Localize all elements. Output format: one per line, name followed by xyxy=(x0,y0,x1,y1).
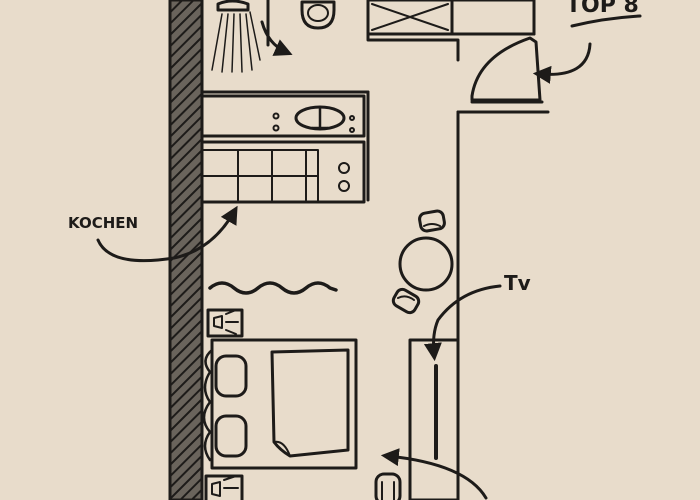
shower-arrow-icon xyxy=(260,20,293,56)
entrance-arrow-icon xyxy=(532,42,592,84)
unit-label-group: TOP 8 xyxy=(566,0,642,28)
tv-label: Tv xyxy=(504,271,531,295)
chair-icon-2 xyxy=(391,287,421,315)
dining-table xyxy=(391,209,454,315)
bed-area xyxy=(202,308,358,500)
bathroom xyxy=(211,0,536,73)
tv-arrow-icon xyxy=(423,284,502,362)
interior-walls xyxy=(200,32,550,500)
kitchen-arrow-icon xyxy=(96,205,238,263)
armchair-icon xyxy=(374,472,402,500)
kitchen-label: KOCHEN xyxy=(68,214,138,232)
bottom-arrow-icon xyxy=(380,448,488,500)
bed-icon xyxy=(270,348,350,458)
chair-icon xyxy=(418,209,446,233)
kitchen-label-group: KOCHEN xyxy=(68,205,238,263)
toilet-icon xyxy=(300,0,336,30)
shower-icon xyxy=(211,0,270,73)
unit-label: TOP 8 xyxy=(566,0,639,18)
entrance-door xyxy=(470,36,592,104)
lamp-icon-2 xyxy=(204,474,244,500)
tv-cabinet: Tv xyxy=(408,271,531,500)
sink-icon xyxy=(272,105,355,133)
curtain-icon xyxy=(208,281,338,295)
stove-icon xyxy=(338,162,350,192)
cabinet-icon xyxy=(366,0,536,36)
kitchen-counter xyxy=(200,94,366,204)
lamp-icon xyxy=(206,308,244,338)
